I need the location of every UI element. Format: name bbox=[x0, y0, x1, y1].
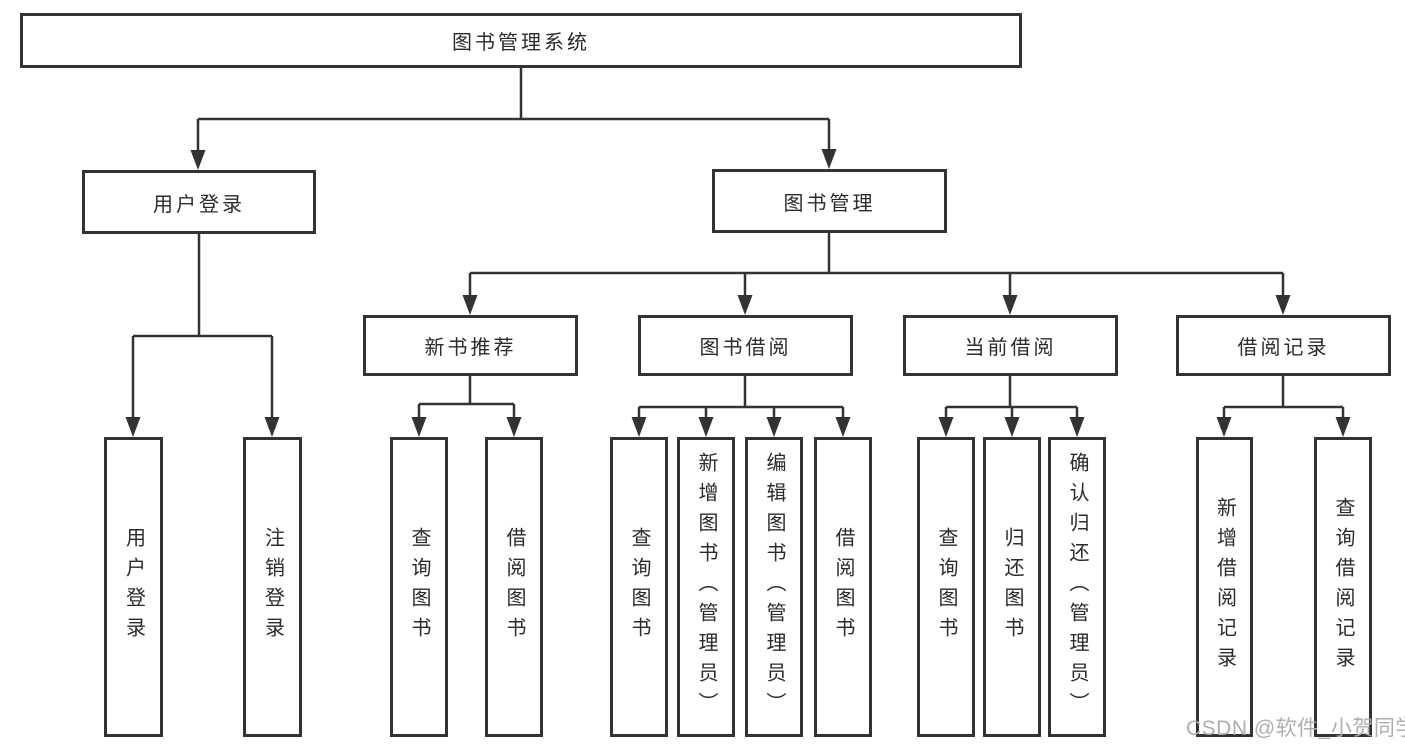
node-root: 图书管理系统 bbox=[20, 13, 1022, 68]
arrow-down-icon bbox=[1335, 417, 1351, 437]
node-label: 借阅记录 bbox=[1237, 337, 1330, 359]
node-borrow-records: 借阅记录 bbox=[1176, 315, 1391, 376]
leaf-logout: 注销登录 bbox=[243, 437, 302, 737]
arrow-down-icon bbox=[938, 417, 954, 437]
node-label: 查询借阅记录 bbox=[1332, 497, 1354, 677]
node-book-borrow: 图书借阅 bbox=[638, 315, 853, 376]
node-book-management: 图书管理 bbox=[712, 169, 947, 233]
node-label: 确认归还（管理员） bbox=[1066, 452, 1088, 722]
arrow-down-icon bbox=[698, 417, 714, 437]
node-label: 用户登录 bbox=[122, 527, 145, 647]
node-label: 图书管理系统 bbox=[452, 32, 590, 54]
node-label: 图书借阅 bbox=[699, 337, 792, 359]
arrow-down-icon bbox=[125, 417, 141, 437]
node-label: 图书管理 bbox=[783, 192, 876, 215]
leaf-return-book: 归还图书 bbox=[983, 437, 1041, 737]
arrow-down-icon bbox=[1216, 417, 1232, 437]
connector-path bbox=[468, 233, 1285, 298]
node-label: 借阅图书 bbox=[503, 527, 525, 647]
connector-path bbox=[417, 376, 516, 420]
node-user-login: 用户登录 bbox=[82, 170, 316, 234]
node-new-book-recommend: 新书推荐 bbox=[363, 315, 578, 376]
arrow-down-icon bbox=[264, 417, 280, 437]
arrow-down-icon bbox=[1002, 295, 1018, 315]
node-label: 借阅图书 bbox=[832, 527, 854, 647]
connector-path bbox=[944, 376, 1079, 420]
leaf-query-books-current: 查询图书 bbox=[917, 437, 975, 737]
node-current-borrow: 当前借阅 bbox=[903, 315, 1118, 376]
connector-path bbox=[1222, 376, 1345, 420]
arrow-down-icon bbox=[1004, 417, 1020, 437]
arrow-down-icon bbox=[1275, 295, 1291, 315]
node-label: 用户登录 bbox=[153, 193, 245, 216]
connector-path bbox=[196, 68, 831, 152]
leaf-query-borrow-record: 查询借阅记录 bbox=[1314, 437, 1372, 737]
node-label: 注销登录 bbox=[261, 527, 284, 647]
leaf-query-books-borrow: 查询图书 bbox=[610, 437, 668, 737]
leaf-borrow-books-recommend: 借阅图书 bbox=[485, 437, 543, 737]
arrow-down-icon bbox=[631, 417, 647, 437]
arrow-down-icon bbox=[821, 149, 837, 169]
node-label: 查询图书 bbox=[628, 527, 650, 647]
node-label: 查询图书 bbox=[935, 527, 957, 647]
node-label: 新增图书（管理员） bbox=[695, 452, 717, 722]
node-label: 新书推荐 bbox=[424, 337, 517, 359]
arrow-down-icon bbox=[835, 417, 851, 437]
leaf-add-borrow-record: 新增借阅记录 bbox=[1196, 437, 1253, 737]
node-label: 归还图书 bbox=[1001, 527, 1023, 647]
node-label: 当前借阅 bbox=[964, 337, 1057, 359]
node-label: 编辑图书（管理员） bbox=[763, 452, 785, 722]
arrow-down-icon bbox=[411, 417, 427, 437]
leaf-user-login: 用户登录 bbox=[104, 437, 163, 737]
arrow-down-icon bbox=[737, 295, 753, 315]
arrow-down-icon bbox=[506, 417, 522, 437]
leaf-edit-book-admin: 编辑图书（管理员） bbox=[745, 437, 803, 737]
csdn-watermark: CSDN @软件_小贺同学 bbox=[1186, 717, 1405, 740]
node-label: 新增借阅记录 bbox=[1213, 497, 1236, 677]
arrow-down-icon bbox=[766, 417, 782, 437]
arrow-down-icon bbox=[462, 295, 478, 315]
arrow-down-icon bbox=[1069, 417, 1085, 437]
connector-path bbox=[637, 376, 845, 420]
leaf-confirm-return-admin: 确认归还（管理员） bbox=[1048, 437, 1106, 737]
leaf-add-book-admin: 新增图书（管理员） bbox=[677, 437, 735, 737]
leaf-query-books-recommend: 查询图书 bbox=[390, 437, 448, 737]
connector-path bbox=[131, 233, 274, 420]
node-label: 查询图书 bbox=[408, 527, 430, 647]
leaf-borrow-books: 借阅图书 bbox=[814, 437, 872, 737]
arrow-down-icon bbox=[190, 150, 206, 170]
